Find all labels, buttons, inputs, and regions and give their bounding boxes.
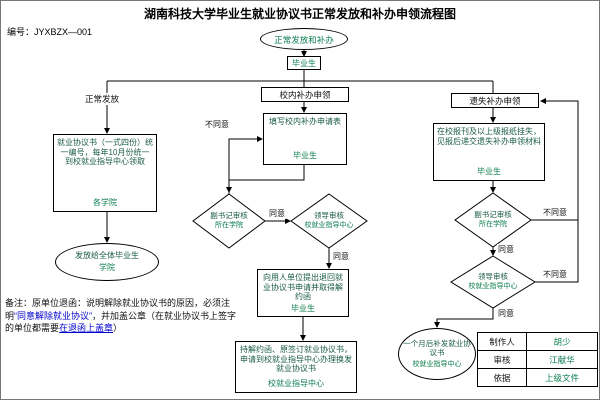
decision-shape-secretary-mid xyxy=(192,193,266,249)
note-segment-quoted: “同意解除就业协议” xyxy=(14,310,93,321)
process-box-exchange-agreement: 持解约函、原签订就业协议书，申请到校就业指导中心办理换发就业协议书 校就业指导中… xyxy=(235,341,357,393)
table-value: 胡少 xyxy=(526,332,598,351)
decision-shape-leader-mid xyxy=(290,193,368,249)
table-value: 江献华 xyxy=(526,350,598,369)
note-segment-underlined: 在退函上盖章 xyxy=(59,323,114,334)
branch-label-lost-reissue: 遗失补办申领 xyxy=(451,93,539,108)
note-segment: ，并加盖公章（在就业协议书上签字的单位都需要 xyxy=(5,310,237,334)
decision-leader-review-right: 领导审核 校就业指导中心 xyxy=(468,272,518,291)
process-box-lost-report: 在校报刊及以上级报纸挂失，见报后递交遗失补办申领材料 毕业生 xyxy=(433,123,545,181)
process-box-fill-application: 填写校内补办申请表 毕业生 xyxy=(263,113,347,165)
info-table: 制作人 胡少 审核 江献华 依据 上级文件 xyxy=(477,332,598,387)
table-row: 依据 上级文件 xyxy=(477,368,598,387)
edge-label-disagree: 不同意 xyxy=(542,207,568,218)
branch-label-campus-reissue: 校内补办申领 xyxy=(261,87,349,102)
edge-label-disagree: 不同意 xyxy=(204,119,230,130)
table-key: 制作人 xyxy=(477,332,527,351)
student-label-box: 毕业生 xyxy=(287,56,321,70)
table-row: 审核 江献华 xyxy=(477,350,598,369)
edge-label-agree: 同意 xyxy=(332,251,350,262)
table-value: 上级文件 xyxy=(526,368,598,387)
decision-shape-leader-right xyxy=(450,255,536,309)
edge-label-agree: 同意 xyxy=(268,208,286,219)
process-box-return-request: 向用人单位提出退回就业协议书申请并取得解约函 毕业生 xyxy=(257,269,349,317)
edge-label-disagree: 不同意 xyxy=(542,269,568,280)
branch-label-normal-issue: 正常发放 xyxy=(85,93,120,105)
edge-label-agree: 同意 xyxy=(497,308,515,319)
process-box-agreement-issue: 就业协议书（一式四份）统一编号，每年10月份统一到校就业指导中心领取 各学院 xyxy=(53,134,157,212)
terminator-reissue-agreement: 一个月后补发就业协议书 校就业指导中心 xyxy=(398,328,476,380)
table-row: 制作人 胡少 xyxy=(477,332,598,351)
terminator-distribute-to-students: 发放给全体毕业生 学院 xyxy=(55,243,159,281)
note-segment: 备注：原单位退函：说明解除就业协议书的原因，必须注明 xyxy=(5,298,231,321)
note-segment: ） xyxy=(113,323,123,334)
table-key: 依据 xyxy=(477,368,527,387)
decision-leader-review-mid: 领导审核 校就业指导中心 xyxy=(304,211,354,230)
edge-label-agree: 同意 xyxy=(497,244,515,255)
document-code: 编号：JYXBZX—001 xyxy=(7,27,93,37)
page-title: 湖南科技大学毕业生就业协议书正常发放和补办申领流程图 xyxy=(143,7,456,21)
decision-shape-secretary-right xyxy=(454,192,532,248)
decision-secretary-review-mid: 副书记审核 所在学院 xyxy=(210,211,248,230)
start-node: 正常发放和补办 xyxy=(260,28,348,50)
table-key: 审核 xyxy=(477,350,527,369)
decision-secretary-review-right: 副书记审核 所在学院 xyxy=(474,210,512,229)
note-text: 备注：原单位退函：说明解除就业协议书的原因，必须注明“同意解除就业协议”，并加盖… xyxy=(5,297,237,335)
